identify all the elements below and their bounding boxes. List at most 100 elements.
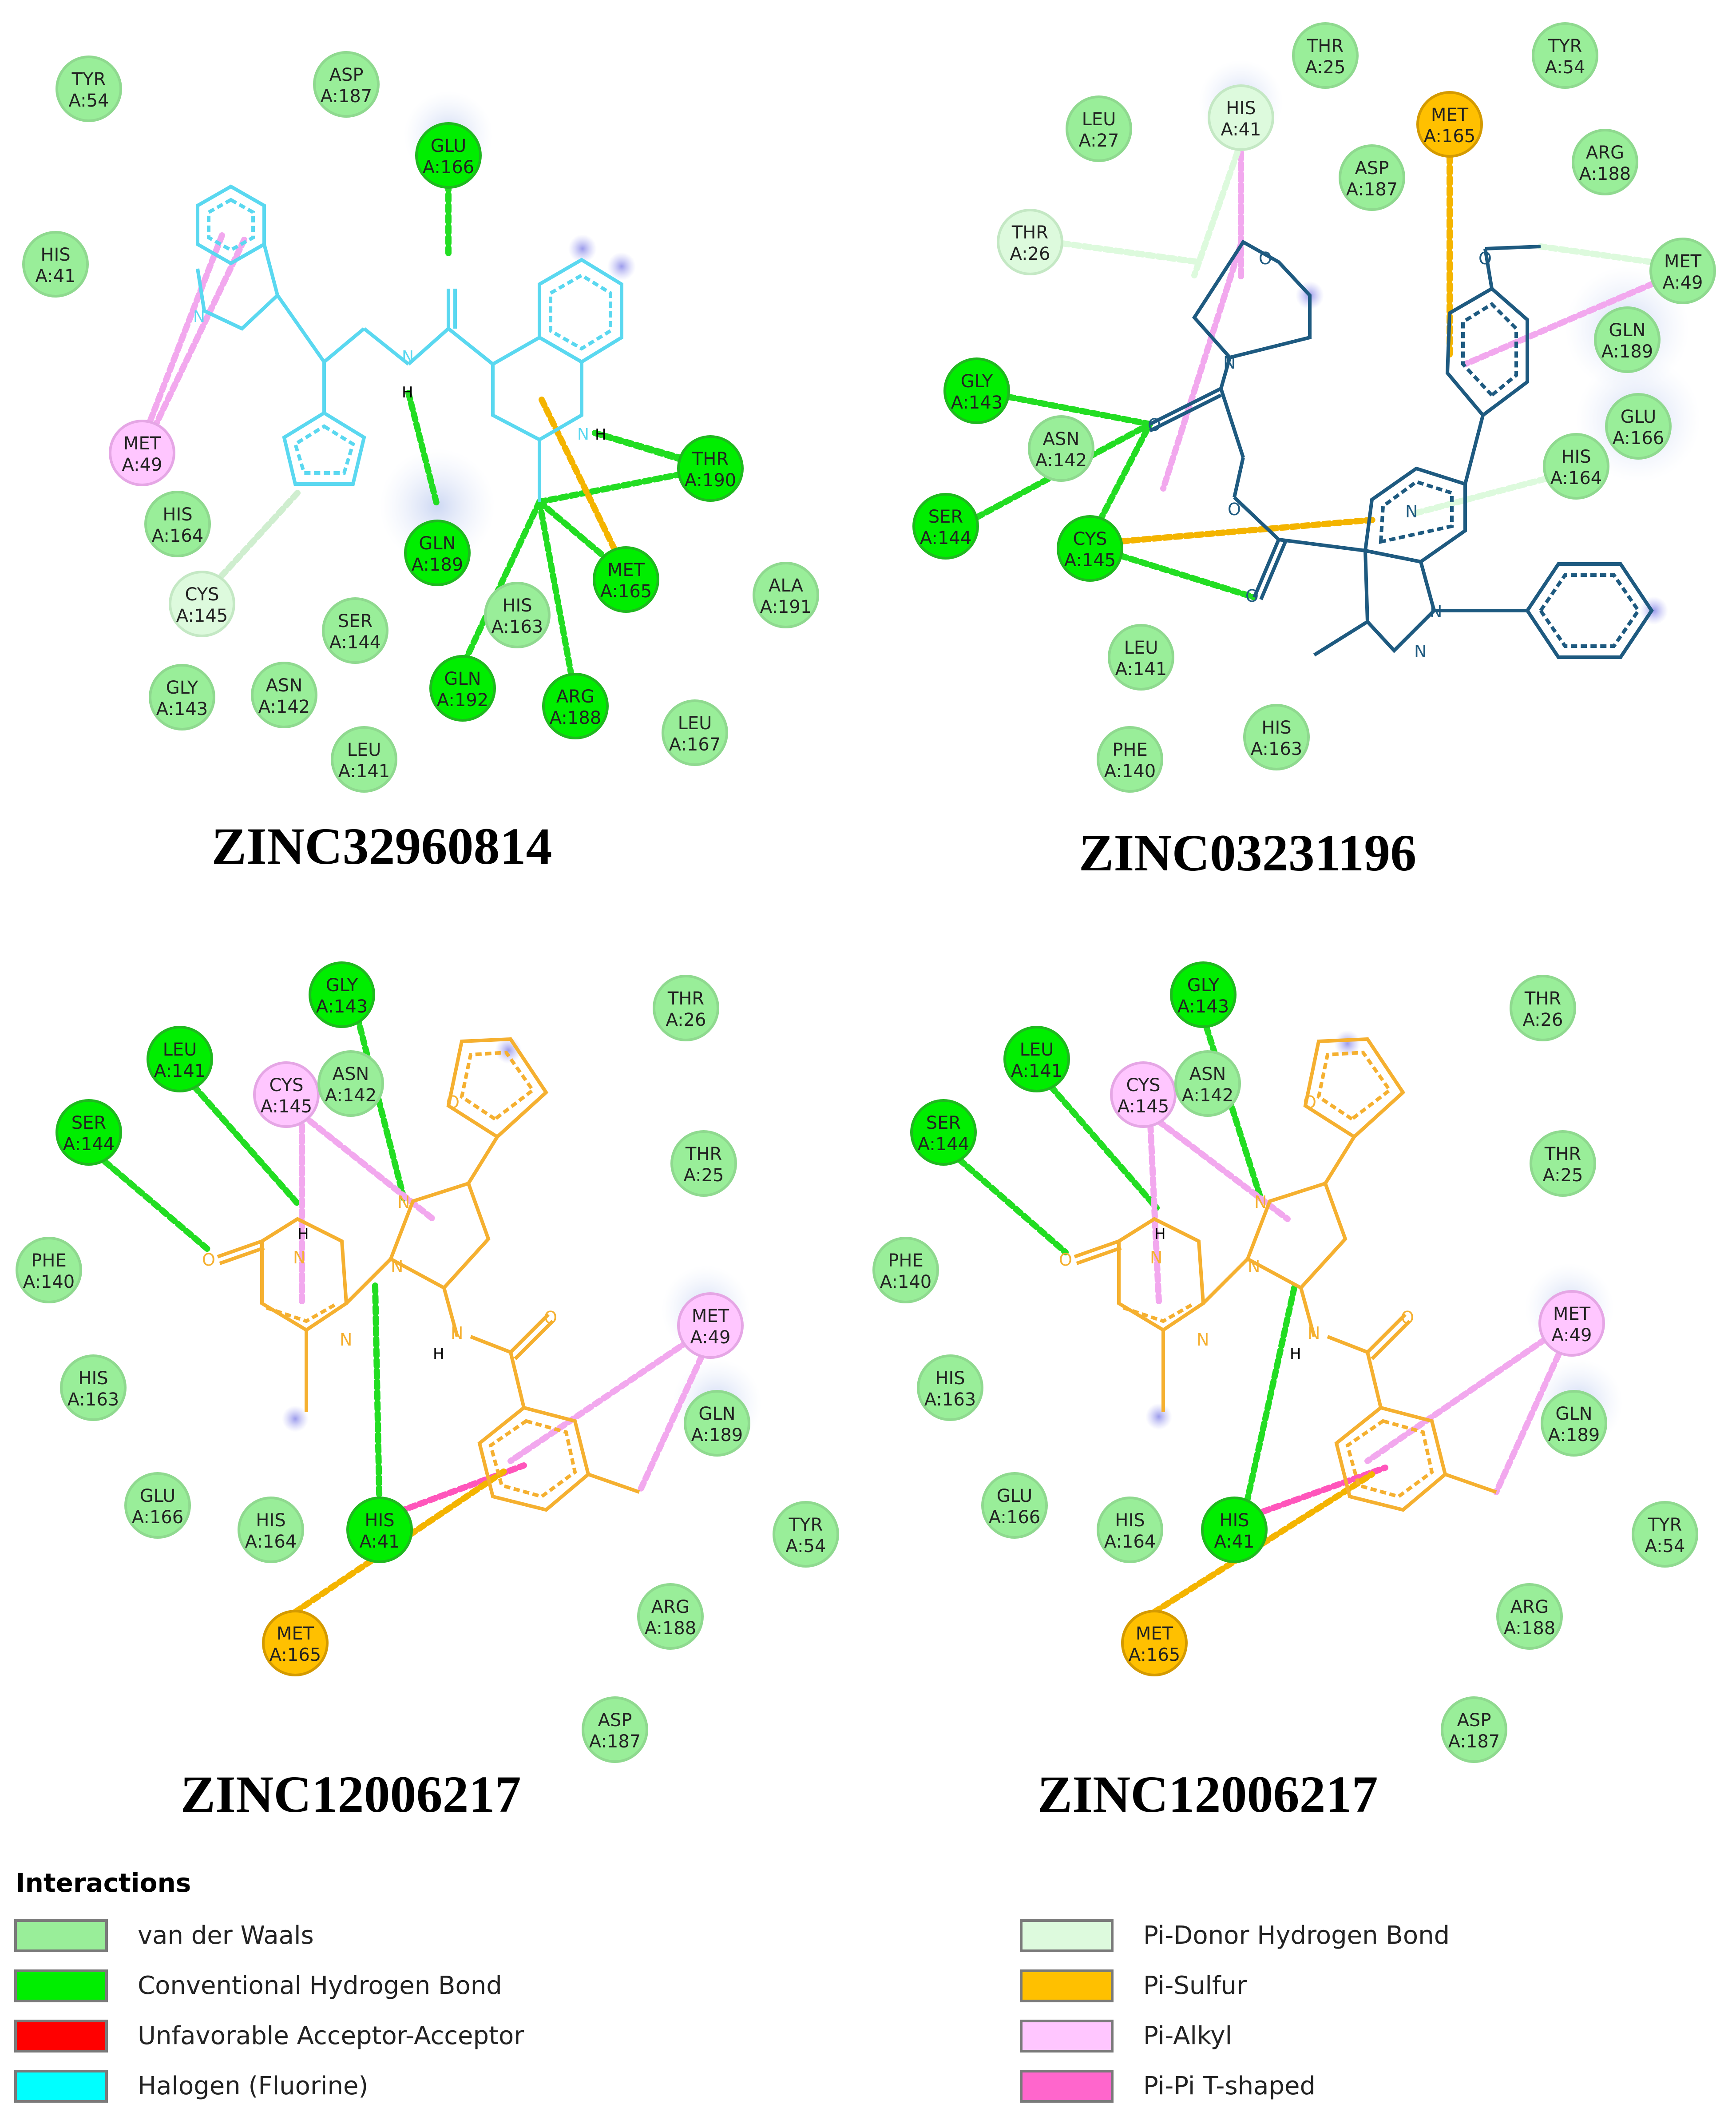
residue-name: GLU [431,136,467,156]
residue-id: A:165 [1424,126,1475,147]
residue-id: A:140 [23,1272,75,1292]
atom-label: O [1228,500,1241,519]
residue-disc [1572,129,1638,195]
residue-name: ARG [556,687,595,707]
legend-swatch-vdw [14,1919,108,1952]
residue-name: ASN [333,1064,369,1084]
residue-disc [1108,624,1174,691]
residue-id: A:49 [122,455,162,475]
atom-label: H [595,426,606,444]
legend-swatch-unfav [14,2020,108,2053]
legend-label-pisulfur: Pi-Sulfur [1143,1971,1247,2000]
residue-id: A:141 [1011,1061,1062,1081]
residue-name: GLU [1621,407,1657,427]
residue-name: CYS [185,584,219,605]
residue-disc [1097,1497,1163,1563]
residue-disc [1174,1050,1241,1117]
residue-id: A:141 [154,1061,206,1081]
residue-id: A:25 [1542,1165,1583,1186]
residue-disc [1110,1061,1177,1128]
atom-label: H [1290,1345,1301,1363]
residue-name: THR [692,449,729,469]
residue-disc [1416,91,1483,158]
residue-id: A:164 [1104,1532,1156,1552]
residue-disc [1441,1696,1507,1763]
residue-disc [253,1061,320,1128]
atom-label: N [1248,1257,1260,1276]
residue-id: A:163 [491,617,543,637]
residue-name: MET [1553,1304,1591,1324]
residue-disc [60,1354,127,1421]
atom-label: H [433,1345,444,1363]
atom-label: O [544,1308,557,1327]
residue-name: MET [1664,251,1702,272]
legend-swatch-pisulfur [1020,1969,1114,2002]
residue-id: A:187 [1346,179,1398,200]
residue-disc [684,1390,750,1457]
residue-id: A:54 [1545,57,1585,78]
residue-id: A:25 [1305,57,1345,78]
residue-name: ASP [1457,1710,1491,1731]
residue-name: SER [928,507,963,527]
residue-disc [313,51,380,118]
residue-disc [322,597,388,664]
residue-id: A:163 [67,1390,119,1410]
residue-id: A:190 [685,470,736,491]
residue-id: A:49 [690,1327,730,1348]
residue-name: GLN [698,1404,735,1424]
atom-label: N [1430,602,1442,621]
residue-id: A:166 [423,157,474,178]
residue-disc [1057,515,1123,582]
residue-id: A:26 [1522,1010,1563,1030]
residue-disc [1532,22,1598,89]
residue-name: LEU [163,1040,197,1060]
atom-label: O [1303,1092,1316,1112]
residue-id: A:189 [691,1425,743,1445]
residue-name: HIS [256,1510,285,1531]
residue-name: GLY [961,371,993,392]
residue-disc [1208,84,1274,151]
residue-disc [1170,961,1237,1028]
residue-id: A:144 [920,528,971,548]
residue-id: A:188 [1504,1618,1555,1639]
residue-disc [144,491,211,557]
residue-name: LEU [347,740,381,760]
residue-name: HIS [1226,98,1256,119]
residue-name: THR [667,989,704,1009]
residue-name: GLY [326,975,358,996]
residue-disc [149,664,215,730]
residue-id: A:142 [325,1085,377,1106]
residue-disc [1292,22,1359,89]
residue-id: A:187 [589,1731,641,1752]
residue-id: A:26 [1010,244,1050,264]
residue-id: A:143 [951,393,1003,413]
residue-name: THR [1011,222,1048,243]
atom-label: H [402,384,413,401]
residue-id: A:164 [1550,468,1602,488]
residue-id: A:49 [1551,1325,1592,1346]
residue-name: MET [123,433,161,454]
residue-id: A:141 [338,761,390,782]
residue-disc [637,1583,704,1650]
